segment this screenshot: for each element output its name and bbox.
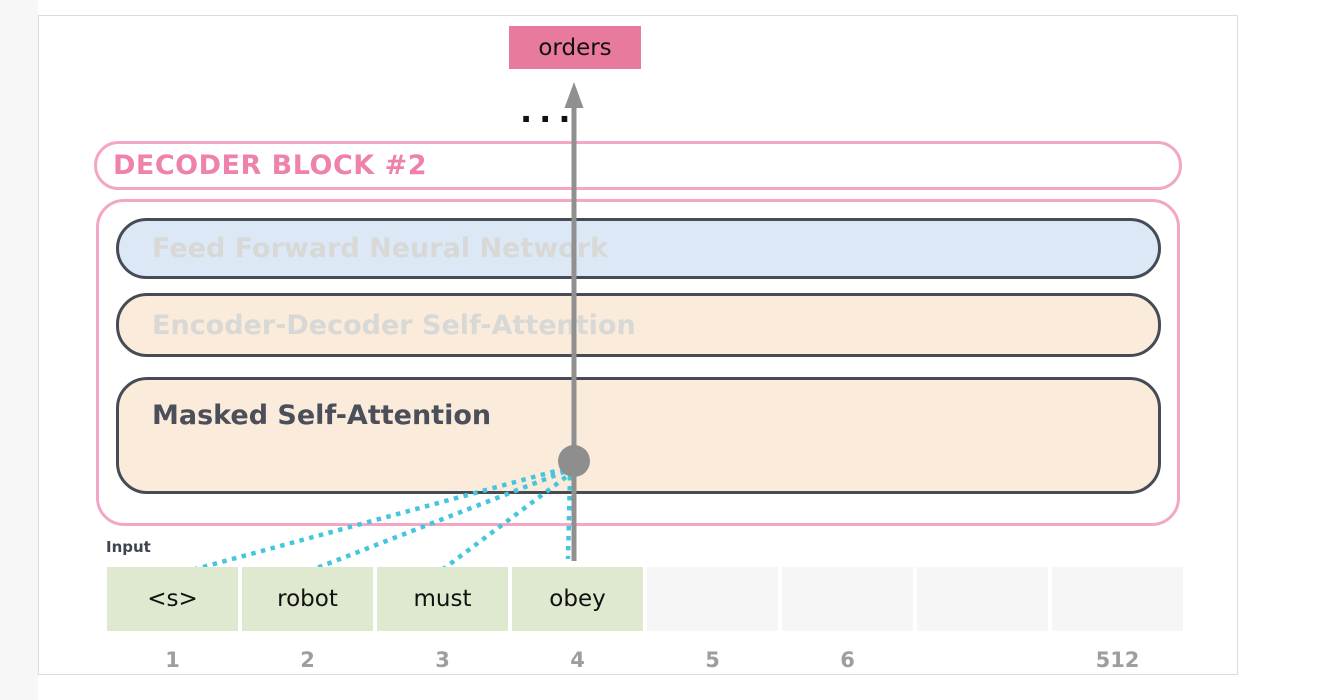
input-token-cell: robot xyxy=(242,567,373,631)
layer-encoder-decoder-attention: Encoder-Decoder Self-Attention xyxy=(116,293,1161,357)
position-number: 2 xyxy=(300,648,315,672)
layer-feed-forward: Feed Forward Neural Network xyxy=(116,218,1161,279)
input-token-row: <s> robot must obey xyxy=(107,567,1187,631)
layer-masked-self-attention-label: Masked Self-Attention xyxy=(152,400,492,431)
position-number: 512 xyxy=(1095,648,1140,672)
input-token-cell: <s> xyxy=(107,567,238,631)
layer-feed-forward-label: Feed Forward Neural Network xyxy=(152,233,609,264)
output-token-box: orders xyxy=(509,26,641,69)
decoder-block-label: DECODER BLOCK #2 xyxy=(113,150,427,181)
layer-masked-self-attention: Masked Self-Attention xyxy=(116,377,1161,494)
input-label: Input xyxy=(106,538,151,556)
page-left-gutter xyxy=(0,0,38,700)
more-layers-ellipsis: ... xyxy=(520,92,578,130)
position-number: 5 xyxy=(705,648,720,672)
input-token-cell-empty xyxy=(647,567,778,631)
input-token-cell: obey xyxy=(512,567,643,631)
position-number xyxy=(917,646,1048,674)
input-token-cell-empty xyxy=(917,567,1048,631)
decoder-body-container xyxy=(96,199,1180,526)
input-token-cell: must xyxy=(377,567,508,631)
position-number: 4 xyxy=(570,648,585,672)
input-token-cell-empty xyxy=(782,567,913,631)
position-number: 6 xyxy=(840,648,855,672)
input-position-row: 1 2 3 4 5 6 512 xyxy=(107,646,1187,674)
position-number: 3 xyxy=(435,648,450,672)
diagram-panel: orders ... DECODER BLOCK #2 Feed Forward… xyxy=(38,15,1238,675)
layer-encoder-decoder-attention-label: Encoder-Decoder Self-Attention xyxy=(152,309,636,341)
position-number: 1 xyxy=(165,648,180,672)
input-token-cell-empty xyxy=(1052,567,1183,631)
decoder-block-pill: DECODER BLOCK #2 xyxy=(94,141,1182,190)
